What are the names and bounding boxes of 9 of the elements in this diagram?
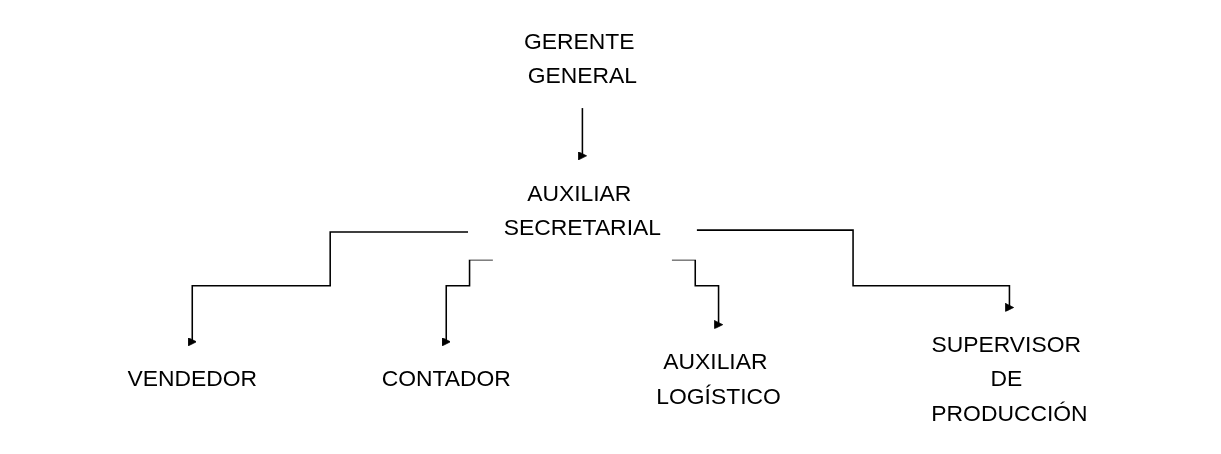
node-text: CONTADOR xyxy=(382,365,512,392)
node-text: SUPERVISOR DE PRODUCCIÓN xyxy=(931,331,1089,426)
node-text: AUXILIAR LOGÍSTICO xyxy=(656,348,782,409)
node-text: VENDEDOR xyxy=(127,365,258,392)
arrow xyxy=(696,229,1015,313)
arrow xyxy=(188,231,470,347)
node-text: GERENTE GENERAL xyxy=(524,28,638,89)
node-text: AUXILIAR SECRETARIAL xyxy=(504,179,662,240)
arrow xyxy=(578,107,588,161)
